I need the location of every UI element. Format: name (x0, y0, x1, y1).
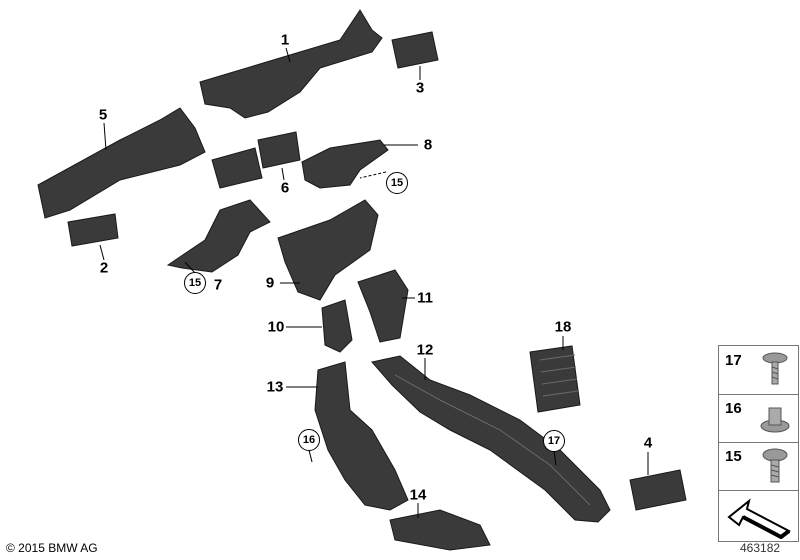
screw-with-washer-icon (762, 352, 788, 385)
legend-number: 15 (725, 448, 742, 465)
callout-3-label: 3 (415, 79, 425, 97)
part-18-grille (529, 345, 581, 413)
part-3-vent (391, 31, 439, 69)
legend-row-17: 17 (719, 346, 798, 395)
document-number: 463182 (740, 541, 781, 555)
leader-lines (99, 47, 649, 518)
legend-row-16: 16 (719, 394, 798, 443)
part-5-duct (37, 107, 206, 219)
callout-10-label: 10 (267, 318, 285, 336)
part-13-duct (314, 361, 409, 511)
callout-7-label: 7 (213, 276, 223, 294)
callout-5-label: 5 (98, 106, 108, 124)
callout-6-label: 6 (280, 179, 290, 197)
nut-with-flange-icon (760, 407, 790, 433)
screw-with-washer-icon (762, 448, 788, 483)
part-7-duct (166, 199, 271, 273)
part-10-duct (321, 299, 353, 353)
callout-2-label: 2 (99, 259, 109, 277)
callout-18-label: 18 (554, 318, 572, 336)
part-9-duct (277, 199, 379, 301)
copyright: © 2015 BMW AG (6, 541, 98, 555)
legend-row-15: 15 (719, 442, 798, 491)
ref-16-circle: 16 (298, 429, 320, 451)
part-1-vent-a (211, 147, 263, 189)
callout-13-label: 13 (266, 378, 284, 396)
ref-15-circle: 15 (386, 172, 408, 194)
callout-1-label: 1 (280, 31, 290, 49)
callout-9-label: 9 (265, 274, 275, 292)
part-1-vent-b (257, 131, 301, 169)
part-12-duct (371, 355, 611, 523)
part-4-vent (629, 469, 687, 511)
fastener-legend: 17 16 15 (718, 345, 799, 542)
callout-11-label: 11 (417, 289, 433, 307)
direction-arrow-icon (727, 498, 791, 539)
part-8-duct (301, 139, 389, 189)
callout-12-label: 12 (416, 341, 434, 359)
callout-4-label: 4 (643, 434, 653, 452)
part-2-vent (67, 213, 119, 247)
part-11-duct (357, 269, 409, 343)
part-6-duct (199, 9, 383, 119)
legend-row-arrow (719, 491, 798, 541)
ref-17-circle: 17 (543, 430, 565, 452)
ref-15-circle: 15 (184, 272, 206, 294)
part-14-duct (389, 509, 491, 551)
callout-14-label: 14 (409, 486, 427, 504)
legend-number: 17 (725, 352, 742, 369)
callout-8-label: 8 (423, 136, 433, 154)
legend-number: 16 (725, 400, 742, 417)
